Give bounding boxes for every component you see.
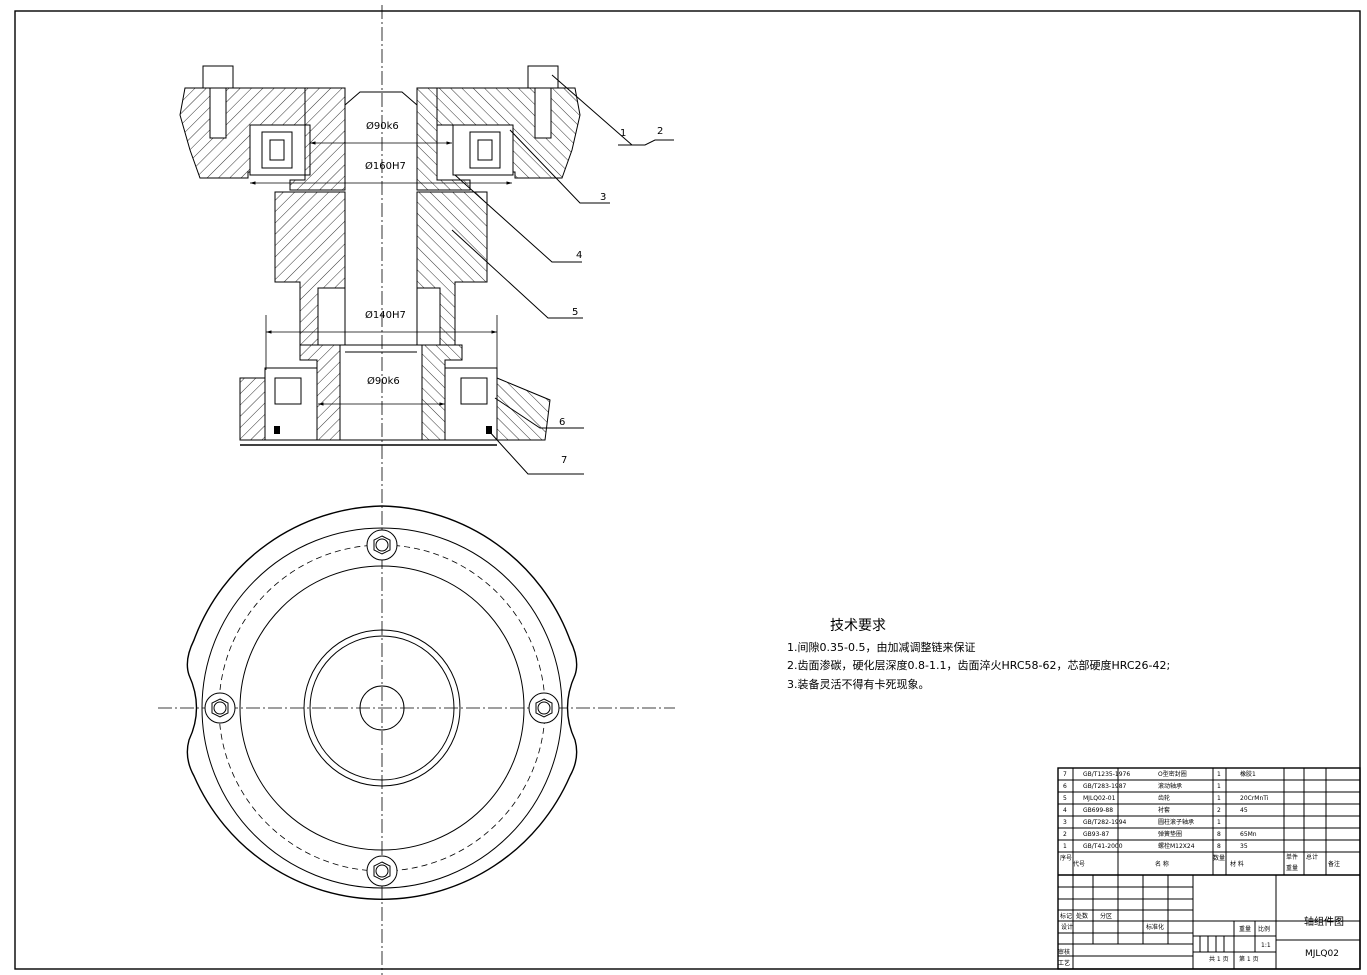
- bolt-left: [202, 65, 234, 89]
- callout-5: 5: [572, 307, 578, 318]
- callout-3: 3: [600, 192, 606, 203]
- parts-cell-material: 35: [1240, 843, 1248, 850]
- dim-d90-bottom: Ø90k6: [367, 375, 400, 387]
- hdr-material: 材 料: [1230, 860, 1244, 868]
- hdr-no: 序号: [1060, 854, 1072, 862]
- tb-check: 审核: [1058, 948, 1070, 956]
- parts-cell-name: O型密封圈: [1158, 770, 1187, 778]
- callout-leaders: [451, 74, 674, 475]
- flange-outline: [186, 505, 578, 900]
- housing-bottom-right: [496, 377, 551, 441]
- housing-bottom-left: [239, 377, 266, 441]
- tb-weight-label: 重量: [1239, 925, 1251, 933]
- tb-title: 一轴组件图: [1294, 915, 1344, 928]
- tb-scale-label: 比例: [1258, 925, 1270, 933]
- parts-cell-no: 1: [1063, 843, 1067, 850]
- parts-cell-name: 圆柱滚子轴承: [1158, 818, 1194, 826]
- shaft-sleeve-left: [289, 87, 346, 191]
- hdr-name: 名 称: [1155, 860, 1169, 868]
- parts-cell-qty: 8: [1217, 831, 1221, 838]
- tech-req-item-1: 1.间隙0.35-0.5，由加减调整链来保证: [787, 640, 975, 654]
- bearing-left-block: [249, 124, 311, 176]
- tb-zone: 分区: [1100, 912, 1112, 920]
- tb-sheets: 共 1 页: [1209, 955, 1229, 963]
- bolt-head-right: [528, 692, 560, 724]
- parts-cell-no: 5: [1063, 795, 1067, 802]
- bearing-right-block: [452, 124, 514, 176]
- parts-cell-qty: 8: [1217, 843, 1221, 850]
- callout-4: 4: [576, 250, 582, 261]
- parts-cell-code: MJLQ02-01: [1083, 795, 1116, 802]
- callout-7: 7: [561, 455, 567, 466]
- tb-design: 设计: [1061, 923, 1073, 931]
- tech-req-title: 技术要求: [830, 618, 886, 634]
- tb-mark: 标记: [1060, 912, 1072, 920]
- parts-cell-name: 衬套: [1158, 806, 1170, 814]
- parts-cell-qty: 1: [1217, 771, 1221, 778]
- parts-cell-code: GB/T283-1987: [1083, 783, 1127, 790]
- bearing-left-roller: [261, 131, 293, 169]
- hdr-qty: 数量: [1213, 854, 1225, 862]
- dim-d160: Ø160H7: [365, 160, 406, 172]
- seal-left: [274, 426, 280, 434]
- parts-cell-code: GB/T41-2000: [1083, 843, 1123, 850]
- gear-body-right: [416, 191, 488, 346]
- section-view: Ø90k6 Ø160H7 Ø140H7 Ø90k6 1 2 3 4 5 6 7: [179, 5, 674, 975]
- bottom-shaft: [339, 344, 423, 441]
- parts-cell-code: GB699-88: [1083, 807, 1113, 814]
- hdr-total: 总计: [1306, 853, 1318, 861]
- hdr-unit: 单件: [1286, 853, 1298, 861]
- parts-cell-no: 7: [1063, 771, 1067, 778]
- tb-scale: 1:1: [1261, 942, 1271, 949]
- parts-cell-no: 4: [1063, 807, 1067, 814]
- parts-cell-name: 齿轮: [1158, 794, 1170, 802]
- parts-cell-material: 20CrMnTi: [1240, 795, 1269, 802]
- tech-req-item-3: 3.装备灵活不得有卡死现象。: [787, 677, 930, 691]
- parts-cell-material: 45: [1240, 807, 1248, 814]
- callout-1: 1: [620, 128, 626, 139]
- parts-cell-code: GB/T282-1994: [1083, 819, 1127, 826]
- parts-cell-name: 螺栓M12X24: [1158, 842, 1195, 850]
- parts-cell-no: 3: [1063, 819, 1067, 826]
- parts-cell-name: 滚动轴承: [1158, 782, 1182, 790]
- bolt-head-bottom: [366, 855, 398, 887]
- bearing-right-roller: [469, 131, 501, 169]
- parts-cell-no: 2: [1063, 831, 1067, 838]
- hdr-remark: 备注: [1328, 860, 1340, 868]
- tb-process: 工艺: [1058, 959, 1070, 967]
- hdr-code: 代号: [1073, 860, 1085, 868]
- title-block: 7 GB/T1235-1976 O型密封圈 1 橡胶1 6 GB/T283-1987 滚动轴承…: [1057, 767, 1361, 970]
- callout-6: 6: [559, 417, 565, 428]
- bolt-head-left: [204, 692, 236, 724]
- parts-cell-material: 65Mn: [1240, 831, 1257, 838]
- parts-cell-qty: 1: [1217, 783, 1221, 790]
- parts-cell-qty: 1: [1217, 819, 1221, 826]
- callout-2: 2: [657, 126, 663, 137]
- gear-body-left: [274, 191, 346, 346]
- parts-cell-name: 弹簧垫圈: [1158, 830, 1182, 838]
- tb-count: 处数: [1076, 912, 1088, 920]
- bolt-right: [527, 65, 559, 89]
- parts-cell-code: GB93-87: [1083, 831, 1109, 838]
- parts-cell-qty: 1: [1217, 795, 1221, 802]
- tb-drawing-no: MJLQ02: [1305, 949, 1339, 959]
- parts-cell-no: 6: [1063, 783, 1067, 790]
- seal-right: [486, 426, 492, 434]
- shaft-bore: [344, 91, 418, 106]
- dim-d140: Ø140H7: [365, 309, 406, 321]
- tech-req-item-2: 2.齿面渗碳，硬化层深度0.8-1.1，齿面淬火HRC58-62，芯部硬度HRC…: [787, 658, 1170, 672]
- tb-standard: 标准化: [1146, 923, 1164, 931]
- parts-cell-qty: 2: [1217, 807, 1221, 814]
- frame-border: [14, 10, 1361, 970]
- bolt-head-top: [366, 529, 398, 561]
- plan-view: [158, 505, 675, 900]
- parts-cell-code: GB/T1235-1976: [1083, 771, 1130, 778]
- parts-cell-material: 橡胶1: [1240, 770, 1256, 778]
- tb-sheet: 第 1 页: [1239, 955, 1259, 963]
- hdr-weight: 重量: [1286, 864, 1298, 872]
- technical-requirements: 技术要求 1.间隙0.35-0.5，由加减调整链来保证 2.齿面渗碳，硬化层深度…: [787, 618, 1170, 691]
